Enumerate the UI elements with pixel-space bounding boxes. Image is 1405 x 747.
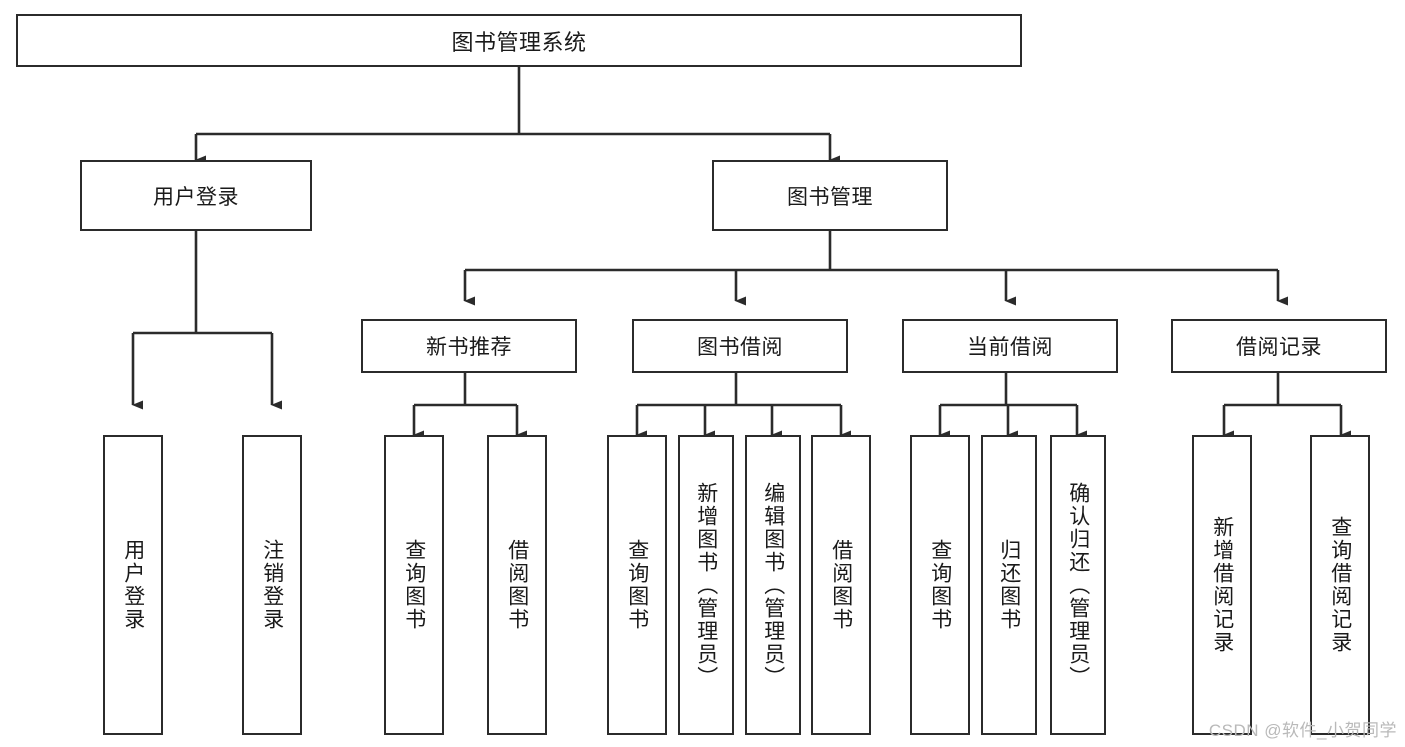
leaf-book-borrow-edit-book-admin[interactable]: 编辑图书（管理员）	[745, 435, 801, 735]
leaf-label: 查询图书	[625, 539, 649, 631]
leaf-label: 新增图书（管理员）	[694, 481, 718, 689]
leaf-label: 编辑图书（管理员）	[761, 481, 785, 689]
node-new-book-recommend[interactable]: 新书推荐	[361, 319, 577, 373]
node-user-login[interactable]: 用户登录	[80, 160, 312, 231]
leaf-label: 确认归还（管理员）	[1066, 481, 1090, 689]
node-book-manage[interactable]: 图书管理	[712, 160, 948, 231]
leaf-book-borrow-add-book-admin[interactable]: 新增图书（管理员）	[678, 435, 734, 735]
leaf-label: 新增借阅记录	[1210, 516, 1234, 654]
leaf-user-login-login[interactable]: 用户登录	[103, 435, 163, 735]
node-root-system[interactable]: 图书管理系统	[16, 14, 1022, 67]
leaf-borrow-record-add-record[interactable]: 新增借阅记录	[1192, 435, 1252, 735]
leaf-book-borrow-query-book[interactable]: 查询图书	[607, 435, 667, 735]
leaf-current-borrow-confirm-return-admin[interactable]: 确认归还（管理员）	[1050, 435, 1106, 735]
node-book-manage-label: 图书管理	[787, 185, 873, 209]
node-book-borrow-label: 图书借阅	[697, 336, 783, 359]
leaf-label: 用户登录	[121, 539, 145, 631]
leaf-label: 借阅图书	[829, 539, 853, 631]
node-new-book-recommend-label: 新书推荐	[426, 336, 512, 359]
leaf-label: 归还图书	[997, 539, 1021, 631]
node-borrow-record-label: 借阅记录	[1236, 336, 1322, 359]
leaf-current-borrow-query-book[interactable]: 查询图书	[910, 435, 970, 735]
node-current-borrow[interactable]: 当前借阅	[902, 319, 1118, 373]
leaf-book-borrow-borrow-book[interactable]: 借阅图书	[811, 435, 871, 735]
node-root-label: 图书管理系统	[451, 29, 587, 55]
leaf-new-book-borrow-book[interactable]: 借阅图书	[487, 435, 547, 735]
leaf-borrow-record-query-record[interactable]: 查询借阅记录	[1310, 435, 1370, 735]
leaf-label: 查询图书	[928, 539, 952, 631]
node-borrow-record[interactable]: 借阅记录	[1171, 319, 1387, 373]
leaf-label: 借阅图书	[505, 539, 529, 631]
leaf-current-borrow-return-book[interactable]: 归还图书	[981, 435, 1037, 735]
node-current-borrow-label: 当前借阅	[967, 336, 1053, 359]
node-book-borrow[interactable]: 图书借阅	[632, 319, 848, 373]
node-user-login-label: 用户登录	[153, 185, 239, 209]
leaf-label: 查询借阅记录	[1328, 516, 1352, 654]
leaf-label: 查询图书	[402, 539, 426, 631]
leaf-new-book-query-book[interactable]: 查询图书	[384, 435, 444, 735]
leaf-user-login-logout[interactable]: 注销登录	[242, 435, 302, 735]
watermark-text: CSDN @软件_小贺同学	[1208, 721, 1397, 740]
leaf-label: 注销登录	[260, 539, 284, 631]
